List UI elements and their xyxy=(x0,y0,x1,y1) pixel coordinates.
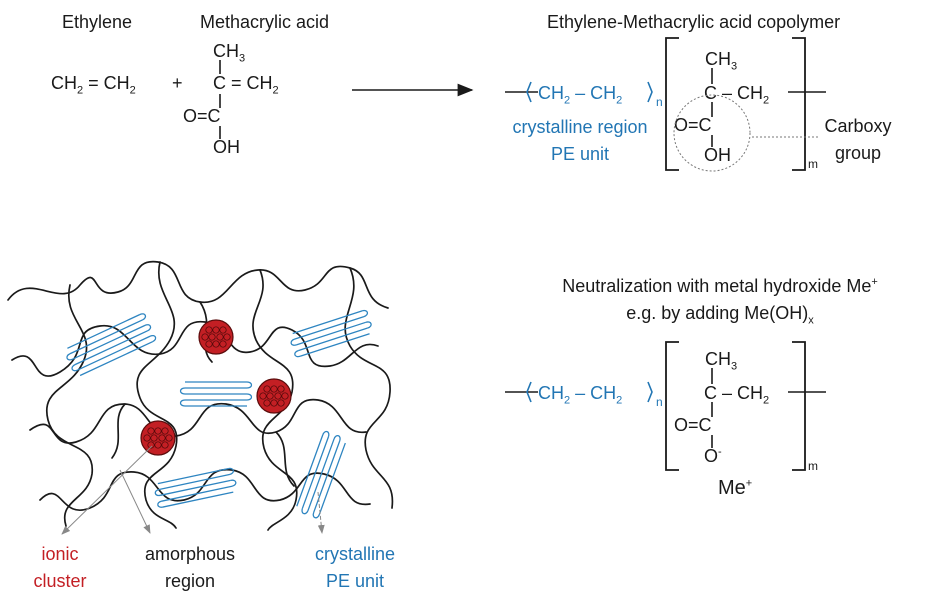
metal-cation: Me+ xyxy=(718,477,753,499)
copolymer-bonds xyxy=(505,68,826,147)
region-label: region xyxy=(164,571,216,591)
ionomer-bonds xyxy=(505,368,826,448)
crystalline-label: crystalline xyxy=(314,544,396,564)
crystalline-region-label: crystalline region xyxy=(512,117,648,137)
carboxy-highlight-circle xyxy=(673,94,751,172)
carboxy-label: Carboxy xyxy=(824,116,892,136)
ionomer-methyl: CH3 xyxy=(705,349,738,373)
ionic-cluster xyxy=(198,319,234,355)
pe-repeat-unit-2: CH2 – CH2 xyxy=(538,383,623,407)
label-pointers xyxy=(61,445,325,535)
amorphous-chains xyxy=(7,260,394,531)
amorphous-label: amorphous xyxy=(144,544,236,564)
ionomer-carbonyl: O=C xyxy=(674,415,712,435)
ionomer-pe-brackets xyxy=(526,381,653,403)
ionic-cluster xyxy=(140,420,176,456)
ionic-label: ionic xyxy=(41,544,79,564)
pe-unit-label-2: PE unit xyxy=(325,571,385,591)
copolymer-hydroxyl: OH xyxy=(704,145,731,165)
by-adding-label: e.g. by adding Me(OH)x xyxy=(626,303,814,327)
subscript-m-2: m xyxy=(808,459,818,473)
alpha-carbon: C = CH2 xyxy=(213,73,279,97)
subscript-m: m xyxy=(808,157,818,171)
plus-sign: + xyxy=(172,73,183,93)
carboxylate-oxygen: O- xyxy=(704,446,722,466)
copolymer-title: Ethylene-Methacrylic acid copolymer xyxy=(547,12,841,32)
copolymer-methyl: CH3 xyxy=(705,49,738,73)
ionic-clusters xyxy=(140,319,292,456)
copolymer-brackets xyxy=(665,37,806,171)
pe-repeat-unit: CH2 – CH2 xyxy=(538,83,623,107)
pe-unit-label: PE unit xyxy=(550,144,610,164)
crystalline-lamellae xyxy=(66,309,372,519)
ionomer-backbone: C – CH2 xyxy=(704,383,770,407)
ethylene-formula: CH2 = CH2 xyxy=(51,73,136,97)
copolymer-backbone: C – CH2 xyxy=(704,83,770,107)
neutralization-title: Neutralization with metal hydroxide Me+ xyxy=(562,276,878,296)
carbonyl: O=C xyxy=(183,106,221,126)
methacrylic-acid-label: Methacrylic acid xyxy=(200,12,330,32)
copolymer-pe-brackets xyxy=(526,81,653,103)
ethylene-label: Ethylene xyxy=(62,12,133,32)
hydroxyl: OH xyxy=(213,137,240,157)
group-label: group xyxy=(834,143,882,163)
methyl-group: CH3 xyxy=(213,41,246,65)
ionomer-brackets xyxy=(665,341,806,471)
cluster-label: cluster xyxy=(33,571,87,591)
subscript-n: n xyxy=(656,95,663,109)
copolymer-carbonyl: O=C xyxy=(674,115,712,135)
subscript-n-2: n xyxy=(656,395,663,409)
ionic-cluster xyxy=(256,378,292,414)
